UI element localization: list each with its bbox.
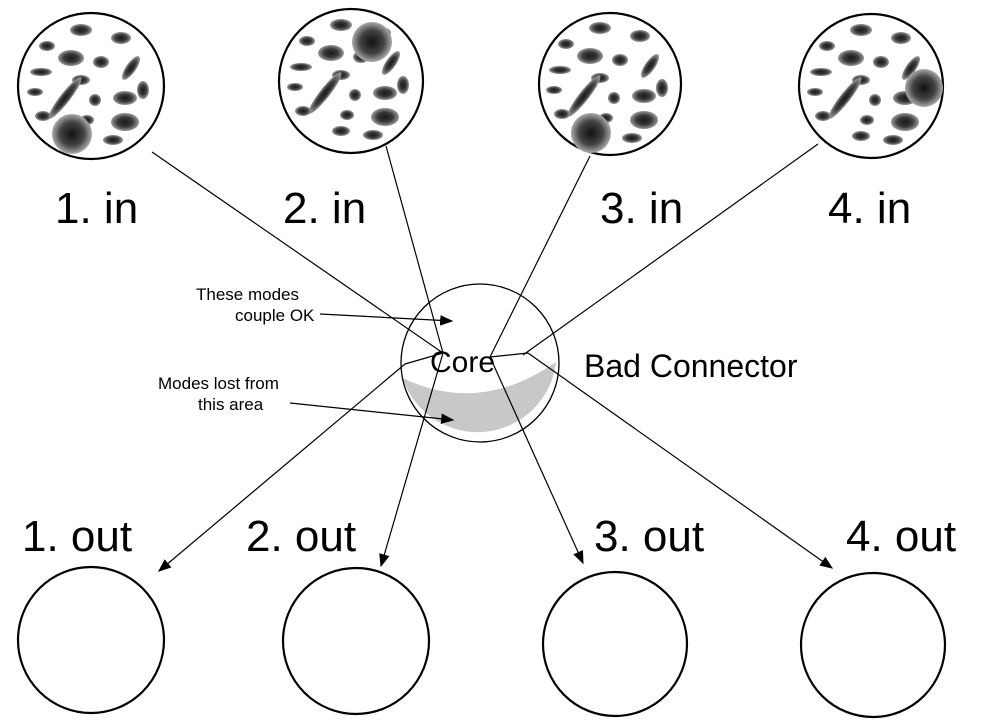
annotation-lost-arrow [289,402,455,425]
input-fiber-3 [537,11,683,157]
input-fiber-4 [797,12,945,160]
annotation-couple-ok-line1: These modes [196,285,299,304]
output-label-2: 2. out [246,512,356,561]
input-line-2 [385,145,444,354]
annotation-lost-line2: this area [198,395,264,414]
input-line-4 [522,143,819,356]
input-label-1: 1. in [55,184,138,233]
input-fiber-1 [16,11,166,161]
input-label-4: 4. in [828,184,911,233]
annotation-lost-line1: Modes lost from [158,374,279,393]
output-label-4: 4. out [846,512,956,561]
annotation-couple-ok-line2: couple OK [235,306,315,325]
output-arrow-2 [379,352,444,568]
output-fiber-2 [281,566,431,716]
output-arrow-3 [489,356,584,565]
output-fiber-1 [16,565,166,715]
output-arrow-4 [527,352,834,569]
output-arrow-1 [157,363,406,572]
annotation-couple-ok-arrow [319,313,454,326]
output-label-1: 1. out [22,512,132,561]
output-fiber-4 [799,571,947,719]
output-label-3: 3. out [594,512,704,561]
input-fiber-2 [277,7,425,155]
input-label-2: 2. in [283,184,366,233]
bad-connector-label: Bad Connector [584,348,798,384]
output-fiber-3 [541,570,689,718]
input-label-3: 3. in [600,184,683,233]
